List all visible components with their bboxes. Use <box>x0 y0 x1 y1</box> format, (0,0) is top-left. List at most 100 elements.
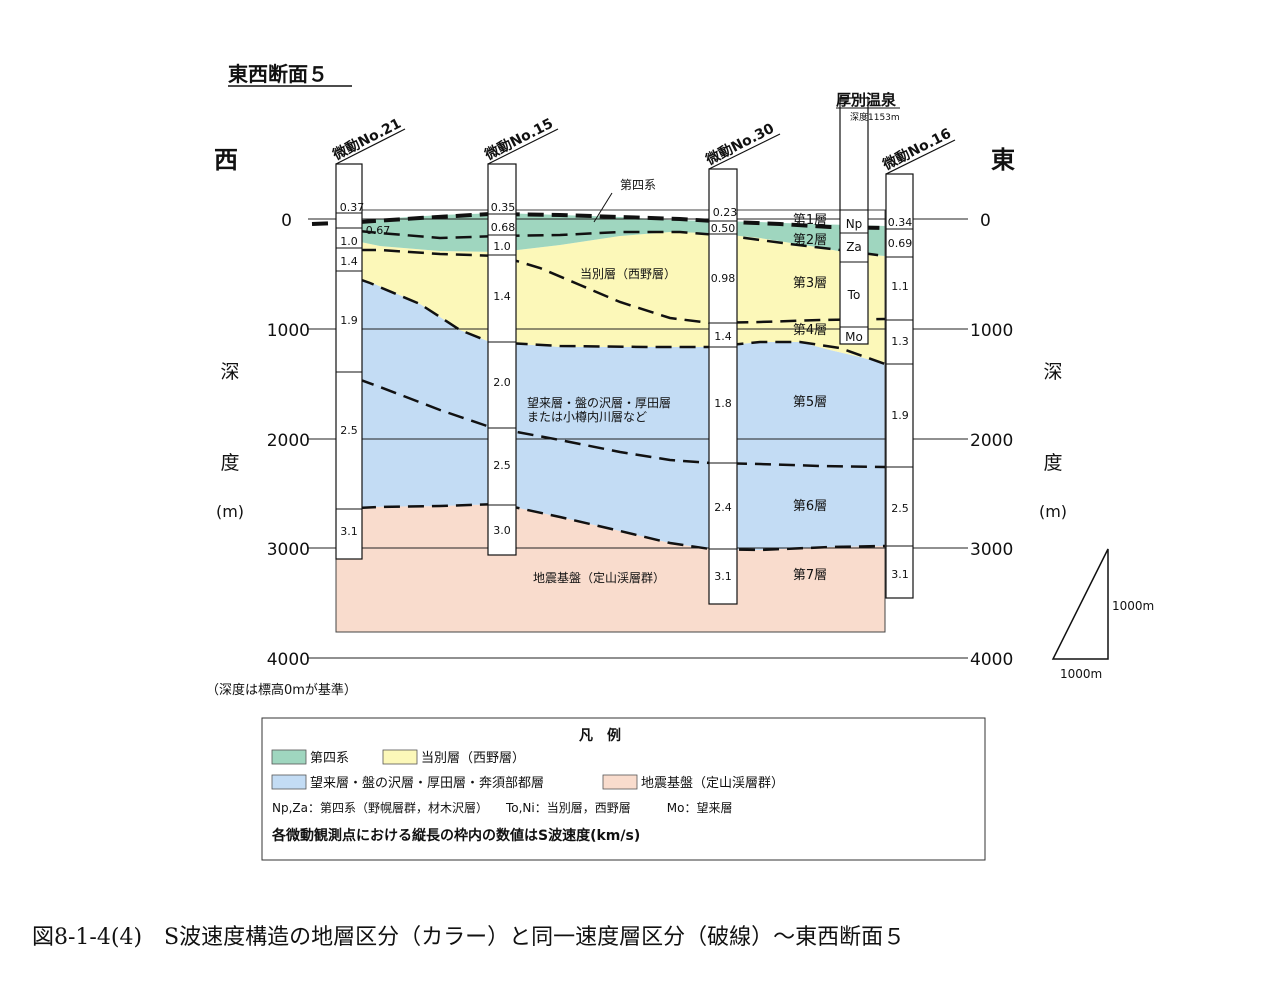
onsen-well: 厚別温泉 深度1153m Np Za To Mo <box>836 91 900 345</box>
depth-ticks-right: 0 1000 2000 3000 4000 <box>970 211 1013 670</box>
layer-label-2: 第2層 <box>793 233 827 248</box>
fill-bourai <box>336 270 885 550</box>
depth-tick-left-4000: 4000 <box>267 650 310 670</box>
borehole-no30: 微動No.30 0.23 0.50 0.98 1.4 1.8 2.4 3.1 <box>702 120 781 605</box>
geology-fills <box>335 209 886 633</box>
depth-title-left-unit: (m) <box>216 502 244 521</box>
depth-tick-right-0: 0 <box>980 211 991 231</box>
legend-swatch-basement <box>602 774 638 790</box>
borehole-no21-vel-5: 1.9 <box>340 314 358 327</box>
onsen-unit-to: To <box>847 288 861 302</box>
fill-basement <box>336 504 885 632</box>
scale-triangle-shape <box>1051 548 1109 660</box>
borehole-no16-tag-line <box>885 139 956 175</box>
borehole-no16-name: 微動No.16 <box>879 125 954 174</box>
legend-label-tobetsu: 当別層（西野層） <box>421 751 525 766</box>
depth-tick-right-4000: 4000 <box>970 650 1013 670</box>
borehole-no15-vel-4: 1.4 <box>493 290 511 303</box>
fill-tobetsu <box>336 232 885 364</box>
formation-quaternary-leader <box>593 192 613 223</box>
depth-tick-left-2000: 2000 <box>267 431 310 451</box>
borehole-no15-column <box>487 163 517 556</box>
depth-title-left-char2: 度 <box>220 452 239 474</box>
layer-label-7: 第7層 <box>793 568 827 583</box>
legend-label-quaternary: 第四系 <box>310 751 349 766</box>
onsen-unit-mo: Mo <box>845 330 863 344</box>
legend-note-units: Np,Za：第四系（野幌層群，材木沢層） To,Ni：当別層，西野層 Mo：望来… <box>272 800 732 815</box>
formation-bourai-2: または小樽内川層など <box>527 409 647 424</box>
east-label: 東 <box>991 146 1015 174</box>
borehole-no30-vel-1: 0.23 <box>713 206 738 219</box>
formation-labels: 第四系 当別層（西野層） 望来層・盤の沢層・厚田層 または小樽内川層など 地震基… <box>527 178 676 585</box>
borehole-no21-vel-6: 2.5 <box>340 424 358 437</box>
borehole-no15-vel-6: 2.5 <box>493 459 511 472</box>
borehole-no30-vel-5: 1.8 <box>714 397 732 410</box>
depth-title-right-unit: (m) <box>1039 502 1067 521</box>
borehole-no16-column <box>885 173 914 599</box>
formation-bourai-1: 望来層・盤の沢層・厚田層 <box>527 396 671 410</box>
borehole-no15-vel-1: 0.35 <box>491 201 516 214</box>
section-title: 東西断面５ <box>228 62 328 86</box>
boundary-1-2 <box>335 227 886 258</box>
depth-tick-left-0: 0 <box>281 211 292 231</box>
boundary-5-6 <box>335 502 886 552</box>
scale-horizontal-label: 1000m <box>1060 667 1102 681</box>
onsen-name: 厚別温泉 <box>836 91 897 109</box>
borehole-no30-vel-7: 3.1 <box>714 570 732 583</box>
depth-tick-right-2000: 2000 <box>970 431 1013 451</box>
west-label: 西 <box>214 146 238 174</box>
depth-tick-right-3000: 3000 <box>970 540 1013 560</box>
depth-note: （深度は標高0mが基準） <box>206 682 357 698</box>
borehole-no21-name: 微動No.21 <box>329 115 404 164</box>
onsen-unit-za: Za <box>846 240 862 254</box>
onsen-unit-np: Np <box>846 217 863 231</box>
onsen-depth-note: 深度1153m <box>850 111 900 123</box>
borehole-no21-vel-7: 3.1 <box>340 525 358 538</box>
boundary-3-4 <box>335 269 886 366</box>
depth-axis-title-right: 深 度 (m) <box>1039 361 1067 521</box>
boundary-2-3 <box>336 248 886 325</box>
borehole-no21-column <box>335 163 363 560</box>
borehole-no30-vel-4: 1.4 <box>714 330 732 343</box>
borehole-no21-vel-2: 0.67 <box>366 224 391 237</box>
formation-tobetsu: 当別層（西野層） <box>580 267 676 281</box>
layer-labels: 第1層 第2層 第3層 第4層 第5層 第6層 第7層 <box>793 213 827 583</box>
figure-caption: 図8-1-4(4) S波速度構造の地層区分（カラー）と同一速度層区分（破線）～東… <box>32 925 905 950</box>
borehole-no16: 微動No.16 0.34 0.69 1.1 1.3 1.9 2.5 3.1 <box>879 125 956 599</box>
layer-label-4: 第4層 <box>793 323 827 338</box>
borehole-no30-column <box>708 168 738 605</box>
borehole-no30-tag-line <box>708 133 781 170</box>
borehole-no15-vel-2: 0.68 <box>491 221 516 234</box>
depth-tick-left-3000: 3000 <box>267 540 310 560</box>
borehole-no16-vel-1: 0.34 <box>888 216 913 229</box>
borehole-no15-vel-7: 3.0 <box>493 524 511 537</box>
legend-swatch-tobetsu <box>382 749 418 765</box>
depth-tick-left-1000: 1000 <box>267 321 310 341</box>
depth-ticks-left: 0 1000 2000 3000 4000 <box>267 211 310 670</box>
borehole-no21-vel-4: 1.4 <box>340 255 358 268</box>
borehole-no30-name: 微動No.30 <box>702 120 777 169</box>
depth-tick-right-1000: 1000 <box>970 321 1013 341</box>
formation-basement: 地震基盤（定山渓層群） <box>533 570 665 585</box>
borehole-no15-vel-3: 1.0 <box>493 240 511 253</box>
layer-label-5: 第5層 <box>793 395 827 410</box>
formation-quaternary: 第四系 <box>620 178 656 192</box>
borehole-no30-vel-6: 2.4 <box>714 501 732 514</box>
velocity-boundaries <box>311 211 886 552</box>
boundary-4-5 <box>335 369 886 469</box>
layer-label-1: 第1層 <box>793 213 827 228</box>
legend-note-velocity: 各微動観測点における縦長の枠内の数値はS波速度(km/s) <box>271 827 640 844</box>
borehole-no16-vel-2: 0.69 <box>888 237 913 250</box>
legend: 凡 例 第四系 当別層（西野層） 望来層・盤の沢層・厚田層・奔須部都層 地震基盤… <box>261 717 986 861</box>
depth-title-right-char1: 深 <box>1043 361 1062 383</box>
depth-title-left-char1: 深 <box>220 361 239 383</box>
borehole-no30-vel-2: 0.50 <box>711 222 736 235</box>
scale-triangle: 1000m 1000m <box>1051 548 1154 681</box>
borehole-no15-vel-5: 2.0 <box>493 376 511 389</box>
borehole-no21-tag-line <box>335 128 406 165</box>
legend-title: 凡 例 <box>579 727 621 744</box>
depth-title-right-char2: 度 <box>1043 452 1062 474</box>
layer-label-3: 第3層 <box>793 276 827 291</box>
borehole-no16-vel-5: 1.9 <box>891 409 909 422</box>
legend-label-basement: 地震基盤（定山渓層群） <box>641 776 784 791</box>
